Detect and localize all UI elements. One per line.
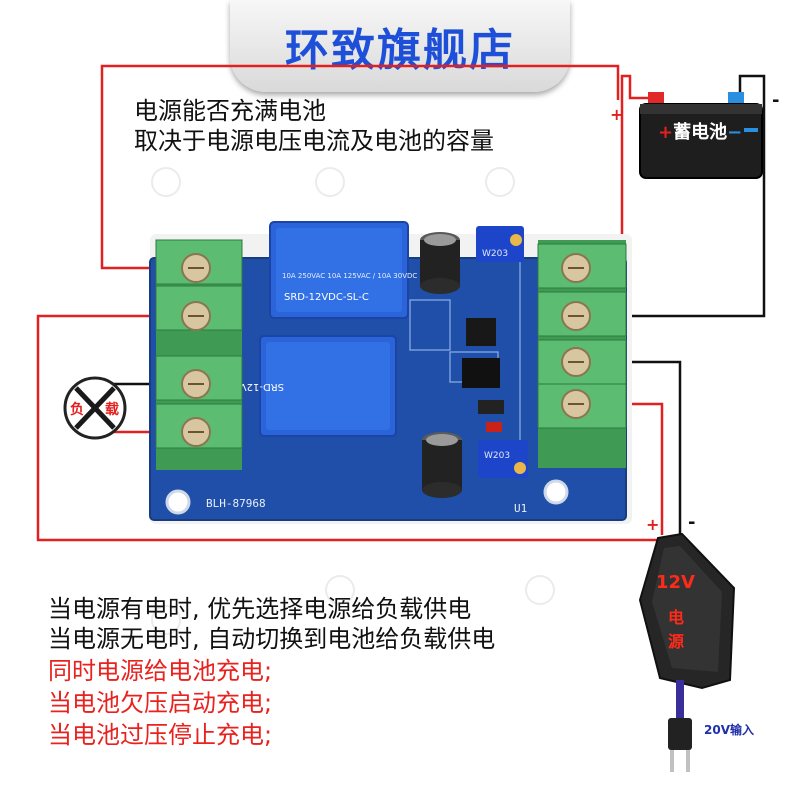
terminal-block-right <box>537 240 627 468</box>
smd-diode <box>486 422 502 432</box>
potentiometer-bottom: W203 <box>478 440 528 478</box>
note-line-2: 取决于电源电压电流及电池的容量 <box>134 127 494 155</box>
battery-label: +蓄电池− <box>658 122 743 143</box>
battery-minus-sign: - <box>772 90 779 111</box>
board-model: BLH-87968 <box>206 497 266 510</box>
adapter-label-bot: 源 <box>668 632 685 651</box>
load-label-right: 载 <box>105 401 119 418</box>
adapter-label-mid: 电 <box>668 608 685 627</box>
note-line-1: 电源能否充满电池 <box>134 97 326 125</box>
desc-line-3: 同时电源给电池充电; <box>48 657 273 685</box>
wire-charge-out <box>100 64 620 270</box>
adapter-minus-sign: - <box>688 512 695 533</box>
input-label: 20V输入 <box>704 722 754 737</box>
desc-line-4: 当电池欠压启动充电; <box>48 689 273 717</box>
mount-hole <box>543 479 569 505</box>
wire-battery-negative <box>590 74 766 318</box>
ic-label: U1 <box>514 502 527 515</box>
svg-text:W203: W203 <box>482 249 508 259</box>
transistor-chip <box>466 318 496 346</box>
adapter-voltage: 12V <box>656 572 695 593</box>
battery <box>639 92 763 179</box>
svg-text:W203: W203 <box>484 451 510 461</box>
desc-line-1: 当电源有电时, 优先选择电源给负载供电 <box>48 595 472 623</box>
battery-plus-sign: + <box>610 105 623 124</box>
relay-1-model: SRD-12VDC-SL-C <box>284 292 369 303</box>
potentiometer-top: W203 <box>476 226 524 262</box>
store-banner: 环致旗舰店 <box>230 0 570 92</box>
desc-line-5: 当电池过压停止充电; <box>48 721 273 749</box>
relay-1-text: 10A 250VAC 10A 125VAC / 10A 30VDC 10A 28… <box>282 272 460 280</box>
terminal-block-left <box>155 239 243 470</box>
adapter-plus-sign: + <box>646 515 659 534</box>
ic-chip <box>462 358 500 388</box>
load-label-left: 负 <box>70 401 84 418</box>
power-adapter <box>638 532 736 772</box>
desc-line-2: 当电源无电时, 自动切换到电池给负载供电 <box>48 625 496 653</box>
smd-part <box>478 400 504 414</box>
capacitor-bottom <box>422 432 462 498</box>
store-title: 环致旗舰店 <box>285 25 515 76</box>
mount-hole <box>165 489 191 515</box>
battery-label-text: 蓄电池 <box>673 122 728 143</box>
capacitor-top <box>420 232 460 294</box>
load-symbol: 负 载 <box>63 376 127 440</box>
